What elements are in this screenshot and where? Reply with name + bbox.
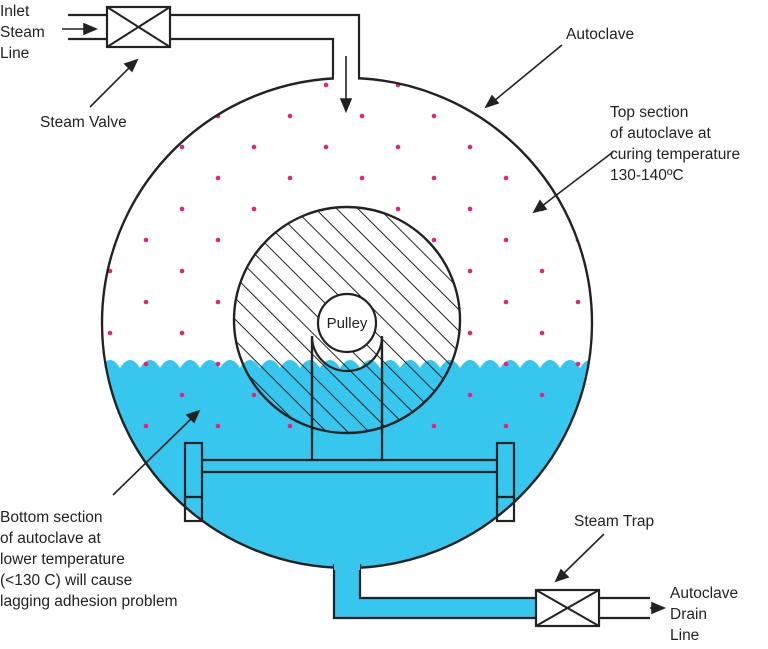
steam-dot [143, 423, 149, 429]
steam-dot [287, 423, 293, 429]
steam-dot [431, 423, 437, 429]
steam-dot [503, 423, 509, 429]
pulley-label: Pulley [327, 315, 368, 332]
steam-dot [179, 392, 185, 398]
svg-text:Steam: Steam [0, 24, 45, 41]
steam-dot [467, 82, 473, 88]
steam-dot [323, 82, 329, 88]
steam-dot [539, 268, 545, 274]
svg-text:Top section: Top section [610, 104, 688, 121]
steam-dot [323, 144, 329, 150]
steam-dot [215, 423, 221, 429]
svg-text:of autoclave at: of autoclave at [0, 530, 102, 547]
steam-dot [143, 299, 149, 305]
steam-dot [395, 206, 401, 212]
svg-text:Bottom section: Bottom section [0, 509, 103, 526]
svg-text:lower temperature: lower temperature [0, 551, 125, 568]
steam-dot [179, 330, 185, 336]
bottom-section-label: Bottom section of autoclave at lower tem… [0, 509, 178, 610]
steam-dot [143, 361, 149, 367]
top-section-label: Top section of autoclave at curing tempe… [610, 104, 740, 184]
steam-trap-icon [534, 588, 601, 628]
steam-dot [467, 144, 473, 150]
svg-text:curing temperature: curing temperature [610, 146, 740, 163]
steam-dot [503, 237, 509, 243]
steam-dot [575, 113, 581, 119]
water-level [102, 360, 592, 568]
steam-valve-label: Steam Valve [40, 114, 127, 131]
steam-dot [431, 175, 437, 181]
steam-dot [503, 361, 509, 367]
inlet-pipe [68, 13, 361, 79]
steam-dot [287, 175, 293, 181]
steam-dot [215, 299, 221, 305]
steam-dot [251, 206, 257, 212]
svg-text:of autoclave at: of autoclave at [610, 125, 712, 142]
steam-dot [179, 268, 185, 274]
svg-text:Line: Line [0, 45, 29, 62]
steam-dot [179, 206, 185, 212]
steam-dot [503, 113, 509, 119]
steam-dot [359, 175, 365, 181]
svg-text:Line: Line [670, 627, 699, 644]
steam-dot [179, 82, 185, 88]
steam-trap-label: Steam Trap [574, 513, 654, 530]
steam-dot [215, 175, 221, 181]
steam-dot [503, 175, 509, 181]
autoclave-label: Autoclave [566, 26, 634, 43]
steam-dot [251, 392, 257, 398]
steam-dot [359, 113, 365, 119]
steam-dot [575, 361, 581, 367]
steam-dot [287, 113, 293, 119]
steam-dot [251, 144, 257, 150]
steam-dot [143, 237, 149, 243]
pulley-icon [316, 292, 378, 354]
steam-dot [467, 330, 473, 336]
steam-valve-icon [105, 5, 172, 49]
steam-dot [107, 206, 113, 212]
steam-dot [107, 144, 113, 150]
steam-dot [107, 330, 113, 336]
steam-dot [575, 299, 581, 305]
steam-dot [467, 392, 473, 398]
steam-dot [215, 361, 221, 367]
steam-dot [395, 144, 401, 150]
svg-text:Drain: Drain [670, 606, 707, 623]
svg-text:130-140ºC: 130-140ºC [610, 167, 684, 184]
svg-text:lagging adhesion problem: lagging adhesion problem [0, 593, 178, 610]
steam-dot [431, 237, 437, 243]
steam-dot [467, 268, 473, 274]
inlet-steam-line-label: Inlet Steam Line [0, 3, 45, 62]
steam-dot [539, 144, 545, 150]
svg-text:Inlet: Inlet [0, 3, 30, 20]
steam-dot [575, 423, 581, 429]
steam-dot [539, 392, 545, 398]
steam-dot [539, 82, 545, 88]
steam-dot [179, 144, 185, 150]
steam-dot [467, 206, 473, 212]
steam-dot [215, 237, 221, 243]
steam-dot [431, 113, 437, 119]
drain-line-label: Autoclave Drain Line [670, 585, 738, 644]
svg-text:(<130 C) will cause: (<130 C) will cause [0, 572, 132, 589]
annotation-arrows [62, 22, 667, 615]
svg-text:Autoclave: Autoclave [670, 585, 738, 602]
steam-dot [539, 330, 545, 336]
drain-pipe [334, 564, 536, 618]
steam-dot [143, 113, 149, 119]
steam-dot [503, 299, 509, 305]
steam-dot [251, 82, 257, 88]
